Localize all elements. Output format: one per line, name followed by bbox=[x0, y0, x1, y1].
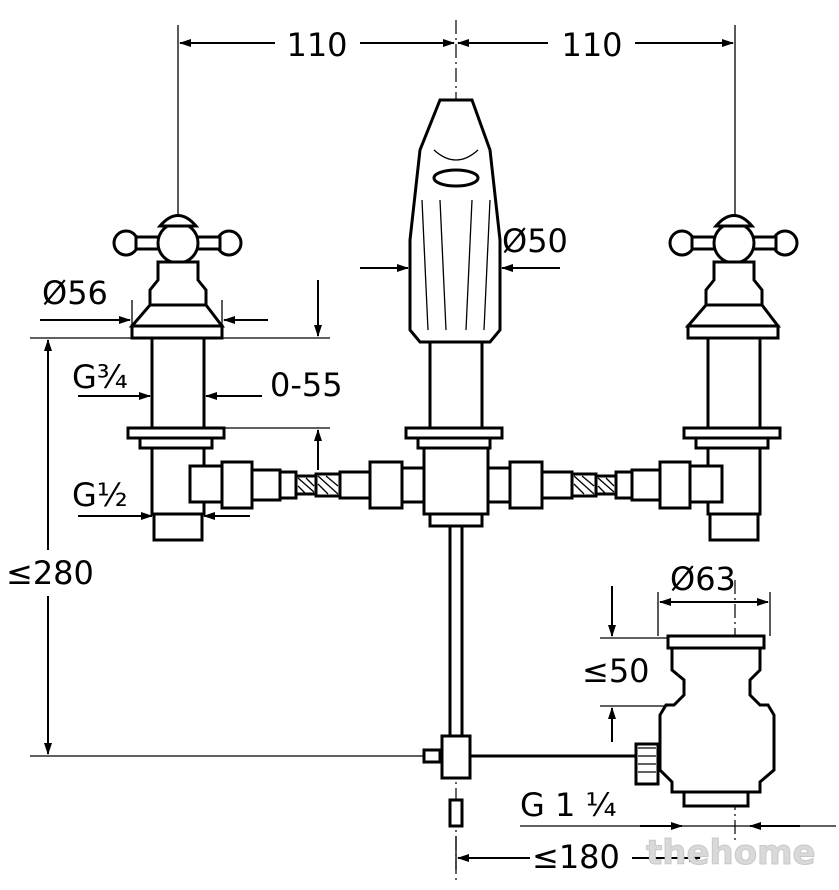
waste-valve bbox=[634, 634, 776, 808]
left-valve bbox=[112, 214, 298, 542]
left-dimensions bbox=[30, 280, 424, 757]
dim-right-spacing: 110 bbox=[561, 26, 622, 64]
popup-rod bbox=[422, 524, 636, 828]
dim-waste-thread: G 1 ¼ bbox=[520, 786, 617, 824]
waste-dimensions bbox=[455, 586, 836, 870]
dim-inlet-thread: G¾ bbox=[72, 358, 128, 396]
hoses bbox=[294, 470, 618, 500]
spout bbox=[368, 98, 544, 528]
dim-adjust-range: 0-55 bbox=[270, 366, 343, 404]
dim-waste-height: ≤50 bbox=[582, 652, 650, 690]
top-dimension bbox=[177, 25, 736, 215]
dim-rod-length: ≤180 bbox=[532, 838, 620, 876]
dim-spout-diameter: Ø50 bbox=[502, 222, 568, 260]
right-valve bbox=[614, 214, 799, 542]
dim-waste-diameter: Ø63 bbox=[670, 560, 736, 598]
dim-total-height: ≤280 bbox=[6, 554, 94, 592]
dim-left-spacing: 110 bbox=[286, 26, 347, 64]
dim-connection-thread: G½ bbox=[72, 476, 128, 514]
watermark-logo: thehome bbox=[646, 833, 816, 873]
dim-handle-diameter: Ø56 bbox=[42, 274, 108, 312]
